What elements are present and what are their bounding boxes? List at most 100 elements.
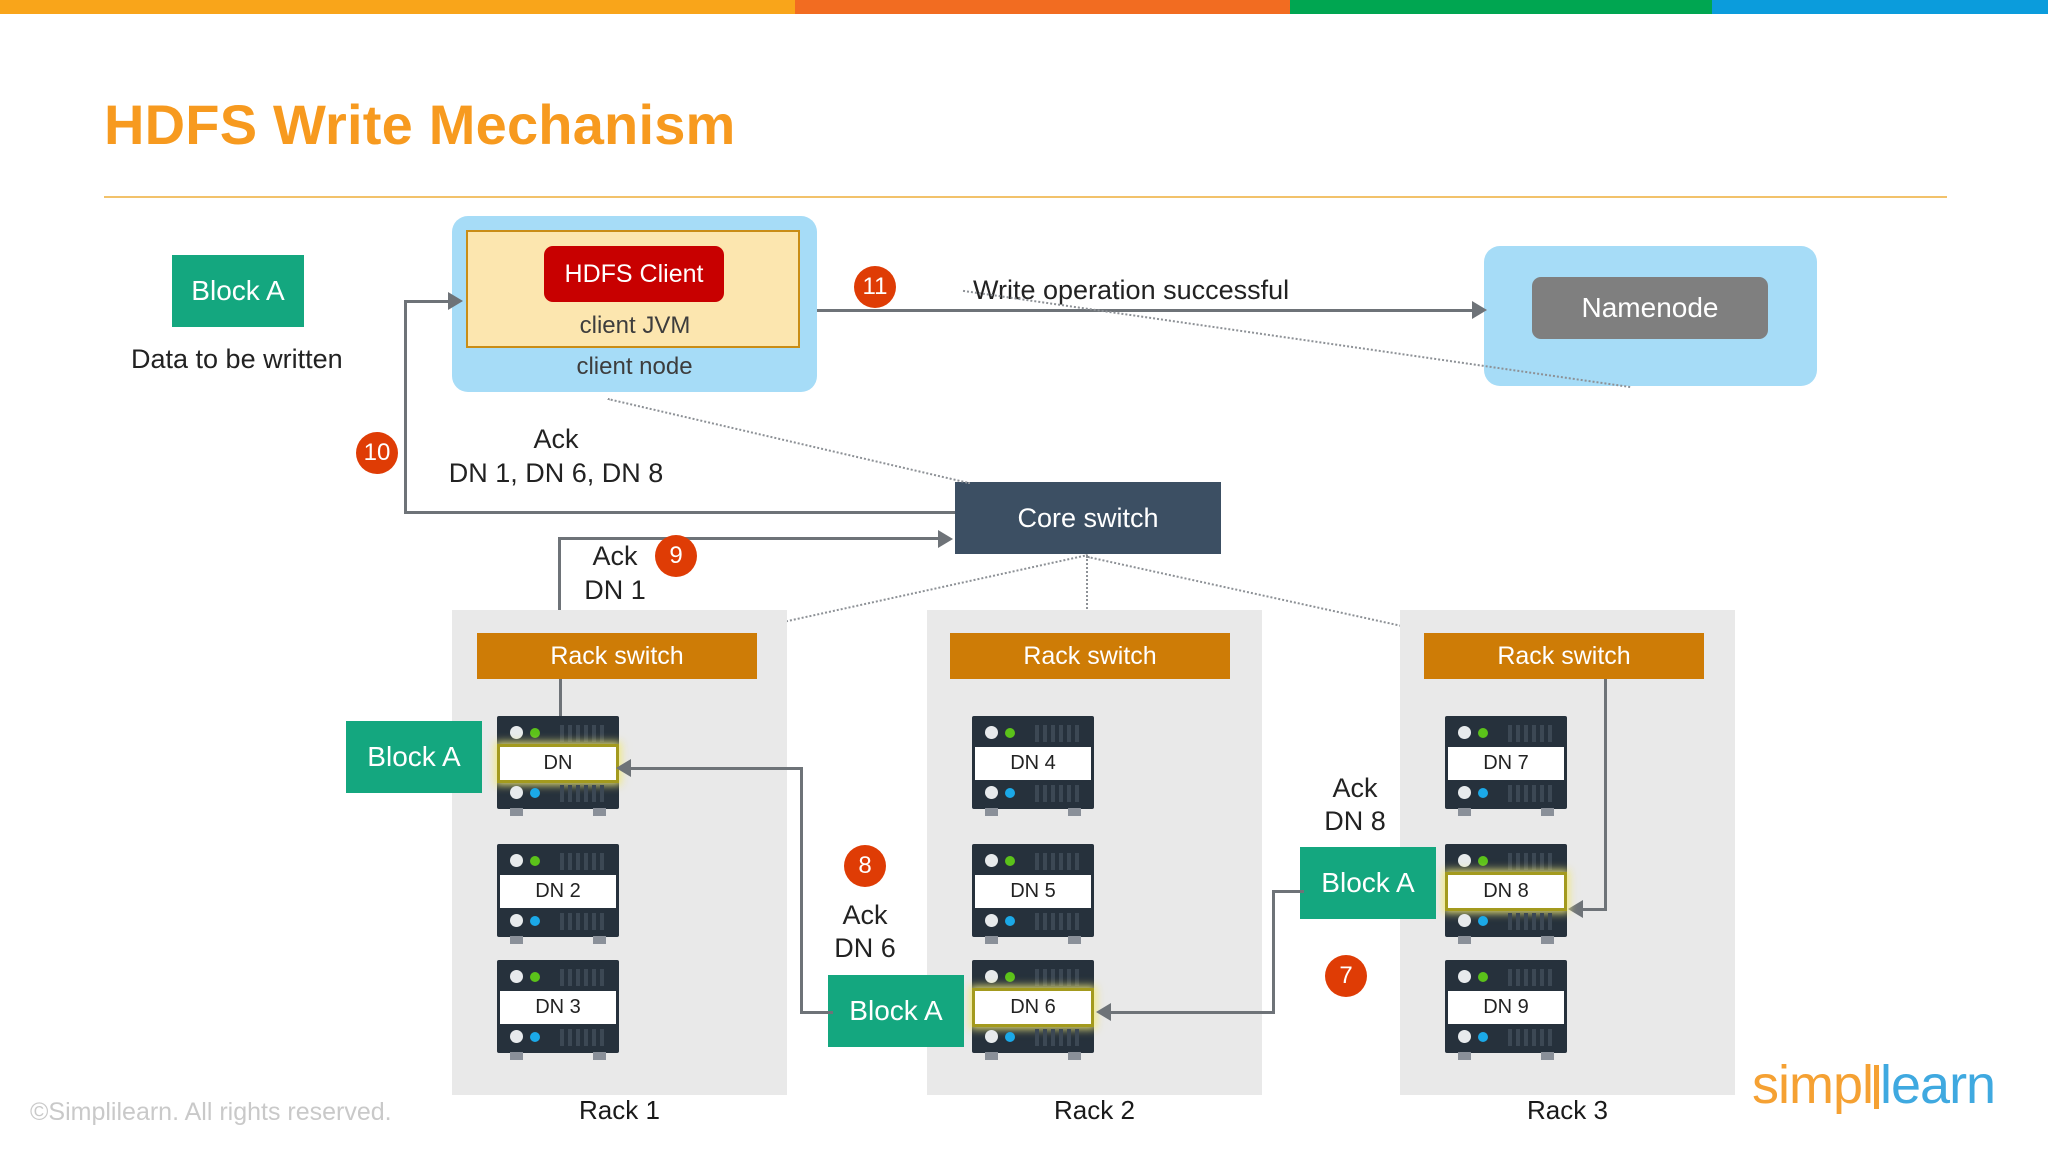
step8-dn-label: DN 6 [834, 933, 896, 963]
logo-text-learn: learn [1880, 1055, 1996, 1115]
led-white-top [1458, 970, 1471, 983]
vent-slots-top [560, 725, 604, 742]
led-white-bottom [510, 786, 523, 799]
step10-ack-label: Ack [533, 424, 579, 454]
server-foot-left [985, 936, 998, 944]
topbar-segment-orange-yellow [0, 0, 795, 14]
led-white-top [1458, 726, 1471, 739]
server-foot-left [510, 936, 523, 944]
rack3-block-a: Block A [1300, 847, 1436, 919]
led-blue-bottom [530, 788, 540, 798]
led-white-bottom [510, 1030, 523, 1043]
datanode-4[interactable]: DN 4 [972, 716, 1094, 816]
datanode-3[interactable]: DN 3 [497, 960, 619, 1060]
led-blue-bottom [1478, 916, 1488, 926]
led-white-top [1458, 854, 1471, 867]
datanode-9[interactable]: DN 9 [1445, 960, 1567, 1060]
datanode-label-band: DN 7 [1448, 747, 1564, 780]
arrow-step7-into-dn6 [1096, 1003, 1111, 1021]
datanode-2[interactable]: DN 2 [497, 844, 619, 944]
topbar-segment-blue [1712, 0, 2048, 14]
led-white-top [510, 970, 523, 983]
led-green-top [1478, 972, 1488, 982]
rack3-switch-downlink-horizontal [1582, 908, 1607, 911]
datanode-5[interactable]: DN 5 [972, 844, 1094, 944]
rack-switch-3[interactable]: Rack switch [1424, 633, 1704, 679]
led-blue-bottom [1478, 1032, 1488, 1042]
logo-text-simpl: simpl [1752, 1055, 1874, 1115]
arrow-rackswitch3-into-dn8 [1568, 900, 1583, 918]
datanode-8[interactable]: DN 8 [1445, 844, 1567, 944]
led-green-top [530, 856, 540, 866]
server-foot-left [985, 808, 998, 816]
rack3-switch-downlink-vertical [1604, 679, 1607, 911]
step9-dn-label: DN 1 [584, 575, 646, 605]
client-node-container: HDFS Client client JVM client node [452, 216, 817, 392]
step10-dn-list-label: DN 1, DN 6, DN 8 [448, 458, 664, 488]
arrow-into-namenode [1472, 301, 1487, 319]
datanode-label-band: DN [500, 747, 616, 780]
vent-slots-bottom [560, 785, 604, 802]
rack1-block-a: Block A [346, 721, 482, 793]
server-foot-left [510, 808, 523, 816]
data-to-be-written-label: Data to be written [131, 344, 343, 374]
vent-slots-top [1035, 725, 1079, 742]
led-white-bottom [1458, 1030, 1471, 1043]
led-white-bottom [1458, 914, 1471, 927]
hdfs-client-box[interactable]: HDFS Client [544, 246, 724, 302]
step7-ack-label: Ack [1332, 773, 1378, 803]
connector-step10-horizontal [404, 511, 955, 514]
led-white-bottom [1458, 786, 1471, 799]
datanode-1[interactable]: DN [497, 716, 619, 816]
write-operation-successful-label: Write operation successful [973, 275, 1290, 305]
client-jvm-label: client JVM [579, 312, 691, 339]
page-title: HDFS Write Mechanism [104, 93, 736, 156]
server-foot-right [1541, 1052, 1554, 1060]
topbar-segment-orange [795, 0, 1290, 14]
led-green-top [1005, 972, 1015, 982]
server-foot-right [593, 808, 606, 816]
vent-slots-bottom [1508, 913, 1552, 930]
arrow-into-client-node [448, 292, 463, 310]
led-green-top [530, 728, 540, 738]
step9-ack-label: Ack [592, 541, 638, 571]
datanode-6[interactable]: DN 6 [972, 960, 1094, 1060]
connector-step10-vertical [404, 300, 407, 514]
connector-blockA-to-client-horizontal [404, 300, 450, 303]
vent-slots-bottom [560, 913, 604, 930]
step-badge-8: 8 [844, 845, 886, 887]
datanode-label-band: DN 3 [500, 991, 616, 1024]
rack-name-1: Rack 1 [579, 1095, 660, 1125]
dashed-link-coreswitch-rack2 [1086, 556, 1088, 612]
rack-switch-2[interactable]: Rack switch [950, 633, 1230, 679]
led-blue-bottom [1005, 916, 1015, 926]
server-foot-right [593, 936, 606, 944]
connector-client-to-namenode [817, 309, 1477, 312]
connector-step7-vertical [1272, 890, 1275, 1013]
datanode-label-band: DN 6 [975, 991, 1091, 1024]
led-blue-bottom [1005, 788, 1015, 798]
server-foot-right [1541, 936, 1554, 944]
server-foot-right [1068, 936, 1081, 944]
led-blue-bottom [1478, 788, 1488, 798]
top-color-bar [0, 0, 2048, 14]
rack1-switch-downlink [559, 679, 562, 721]
led-white-top [985, 970, 998, 983]
datanode-7[interactable]: DN 7 [1445, 716, 1567, 816]
rack-name-3: Rack 3 [1527, 1095, 1608, 1125]
vent-slots-top [1035, 969, 1079, 986]
vent-slots-bottom [1035, 785, 1079, 802]
core-switch-box[interactable]: Core switch [955, 482, 1221, 554]
rack-switch-1[interactable]: Rack switch [477, 633, 757, 679]
namenode-box[interactable]: Namenode [1532, 277, 1768, 339]
server-foot-right [1068, 808, 1081, 816]
vent-slots-top [1508, 969, 1552, 986]
connector-step9-vertical [558, 537, 561, 657]
title-divider [104, 196, 1947, 198]
rack2-block-a: Block A [828, 975, 964, 1047]
led-white-top [985, 726, 998, 739]
step-badge-10: 10 [356, 432, 398, 474]
server-foot-right [1541, 808, 1554, 816]
vent-slots-bottom [1035, 913, 1079, 930]
connector-step8-bottom [800, 1011, 833, 1014]
